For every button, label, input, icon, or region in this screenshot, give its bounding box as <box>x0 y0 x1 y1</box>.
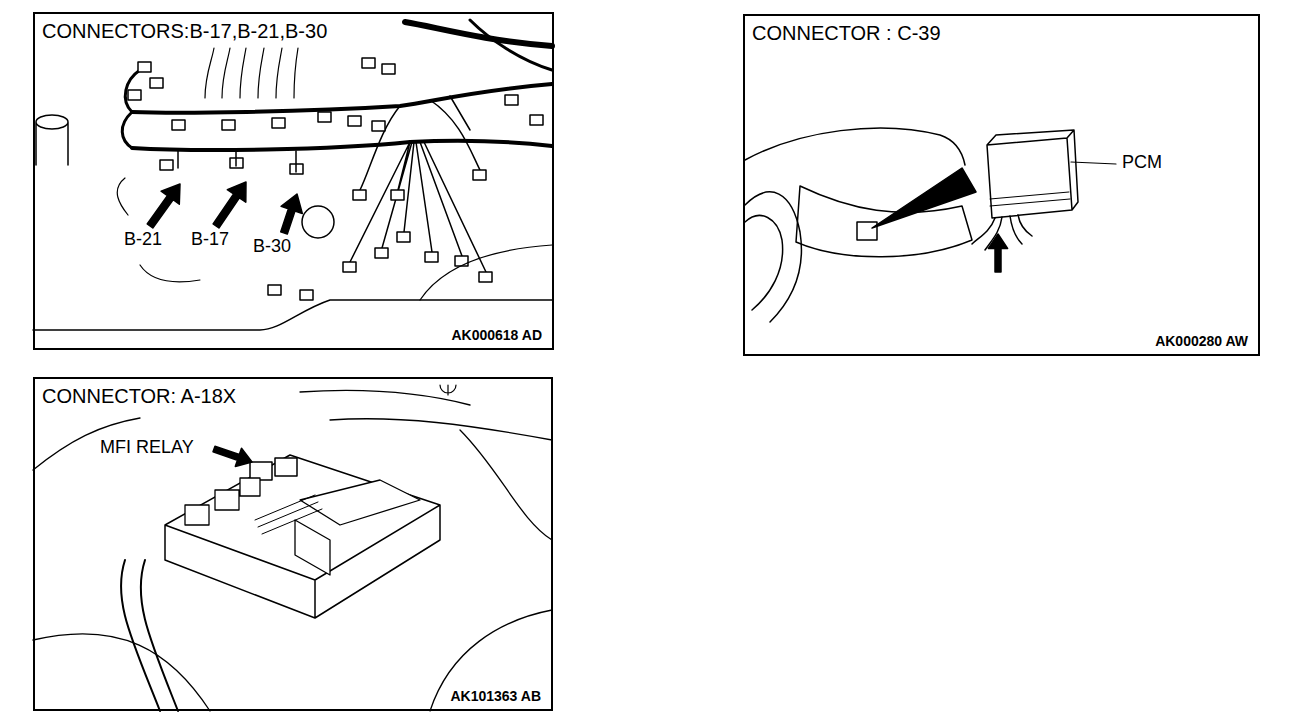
pointer-wedge <box>872 168 976 228</box>
connector <box>300 290 313 300</box>
connector <box>343 262 356 272</box>
harness-left <box>122 70 140 148</box>
connector <box>318 112 331 122</box>
pointer-arrow <box>213 446 252 466</box>
pointer-arrow <box>213 182 246 228</box>
relay <box>250 458 297 480</box>
connector <box>397 232 410 242</box>
relay-box <box>165 455 440 618</box>
body-outline <box>33 300 552 330</box>
connector <box>150 78 163 88</box>
body-outline <box>420 245 552 300</box>
harness-main <box>132 84 552 113</box>
fuse-block <box>295 480 420 575</box>
connector <box>391 190 404 200</box>
connector <box>222 120 235 130</box>
connector <box>479 272 492 282</box>
connector <box>353 190 366 200</box>
pointer-arrow <box>147 184 180 228</box>
connector <box>268 285 281 295</box>
figure-code: AK000618 AD <box>449 327 544 343</box>
harness-branch <box>350 142 486 272</box>
connector <box>128 90 141 100</box>
connector <box>348 116 361 126</box>
connector <box>160 160 173 170</box>
part-label: B-21 <box>122 229 164 249</box>
ground-symbol <box>440 385 456 395</box>
oil-cap <box>36 115 68 165</box>
pcm-box <box>987 130 1078 218</box>
connector <box>382 64 395 74</box>
fender-line <box>33 430 552 711</box>
pointer-arrow <box>988 234 1007 272</box>
pcm-ribs <box>990 192 1070 206</box>
harness-top <box>470 20 552 70</box>
panel-heading: CONNECTORS:B-17,B-21,B-30 <box>39 20 330 42</box>
figure-code: AK101363 AB <box>448 688 543 704</box>
ground-cable <box>117 178 200 282</box>
connector <box>362 58 375 68</box>
connector <box>172 120 185 130</box>
part-label: B-30 <box>251 236 293 256</box>
part-label: B-17 <box>189 229 231 249</box>
connector <box>425 252 438 262</box>
harness <box>121 560 178 711</box>
harness-branch <box>360 96 480 190</box>
panel-heading: CONNECTOR: A-18X <box>39 385 239 407</box>
intake-runner <box>205 48 298 98</box>
fuse-row <box>255 495 322 534</box>
pcm-leader <box>1071 162 1116 164</box>
dash-outline <box>745 128 965 165</box>
relay <box>185 478 260 525</box>
pointer-arrow <box>281 194 303 234</box>
figure-panel: CONNECTOR : C-39AK000280 AW <box>743 14 1260 356</box>
figure-code: AK000280 AW <box>1153 333 1250 349</box>
steering-wheel <box>745 192 801 322</box>
connector <box>505 95 518 105</box>
connector <box>473 170 486 180</box>
harness-top <box>405 22 552 46</box>
connector-lead <box>178 150 296 172</box>
connector <box>138 62 151 72</box>
part-label: MFI RELAY <box>98 437 196 457</box>
connector <box>372 121 385 131</box>
figure-panel: CONNECTOR: A-18X AK101363 AB <box>33 377 553 711</box>
part-label: PCM <box>1120 152 1164 172</box>
panel-heading: CONNECTOR : C-39 <box>749 22 944 44</box>
connector <box>530 115 543 125</box>
figure-panel: CONNECTORS:B-17,B-21,B-30AK000618 AD <box>33 12 554 350</box>
connector <box>857 222 877 240</box>
reservoir <box>302 206 334 238</box>
connector <box>272 118 285 128</box>
harness-lower <box>132 141 552 150</box>
connector <box>455 256 468 266</box>
connector <box>375 248 388 258</box>
